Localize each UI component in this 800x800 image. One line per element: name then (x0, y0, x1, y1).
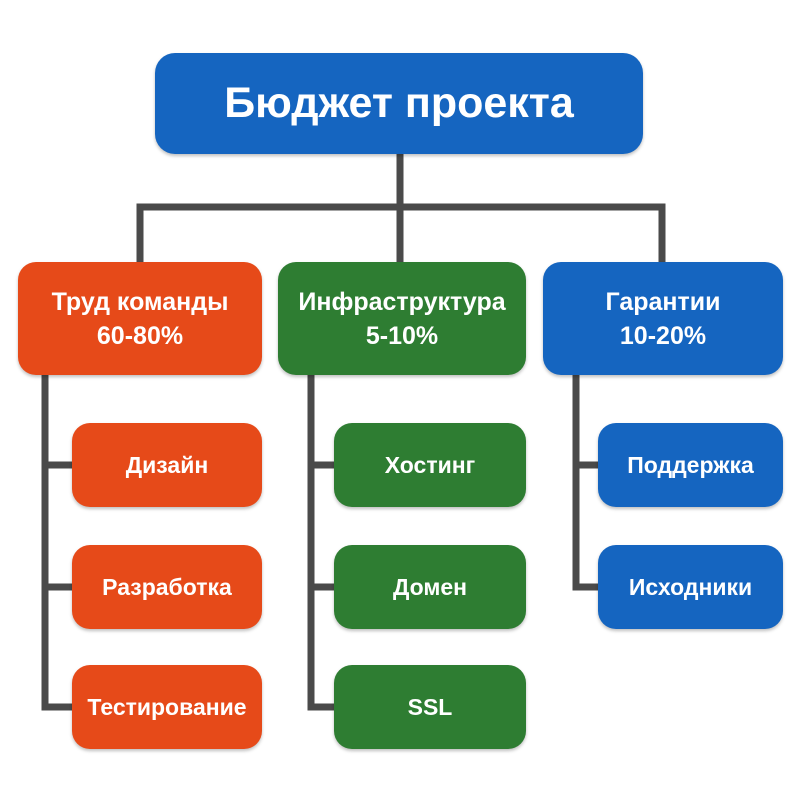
category-name: Инфраструктура (298, 287, 506, 316)
category-node-labor: Труд команды 60-80% (18, 262, 262, 375)
leaf-label: Исходники (628, 573, 753, 600)
leaf-label: Домен (392, 573, 468, 600)
category-name: Труд команды (51, 287, 229, 316)
leaf-node-domain: Домен (334, 545, 526, 629)
leaf-node-support: Поддержка (598, 423, 783, 507)
leaf-node-source-code: Исходники (598, 545, 783, 629)
root-node: Бюджет проекта (155, 53, 643, 154)
leaf-label: Тестирование (87, 693, 247, 720)
category-node-infrastructure: Инфраструктура 5-10% (278, 262, 526, 375)
leaf-node-ssl: SSL (334, 665, 526, 749)
category-share: 10-20% (619, 321, 707, 350)
leaf-label: SSL (407, 693, 453, 720)
category-share: 60-80% (96, 321, 184, 350)
leaf-node-design: Дизайн (72, 423, 262, 507)
category-name: Гарантии (605, 287, 721, 316)
leaf-label: Поддержка (627, 451, 754, 478)
leaf-label: Дизайн (125, 451, 209, 478)
category-share: 5-10% (365, 321, 439, 350)
leaf-label: Разработка (102, 573, 232, 600)
leaf-node-hosting: Хостинг (334, 423, 526, 507)
leaf-label: Хостинг (384, 451, 476, 478)
leaf-node-testing: Тестирование (72, 665, 262, 749)
category-node-guarantees: Гарантии 10-20% (543, 262, 783, 375)
leaf-node-development: Разработка (72, 545, 262, 629)
root-title: Бюджет проекта (224, 79, 574, 127)
